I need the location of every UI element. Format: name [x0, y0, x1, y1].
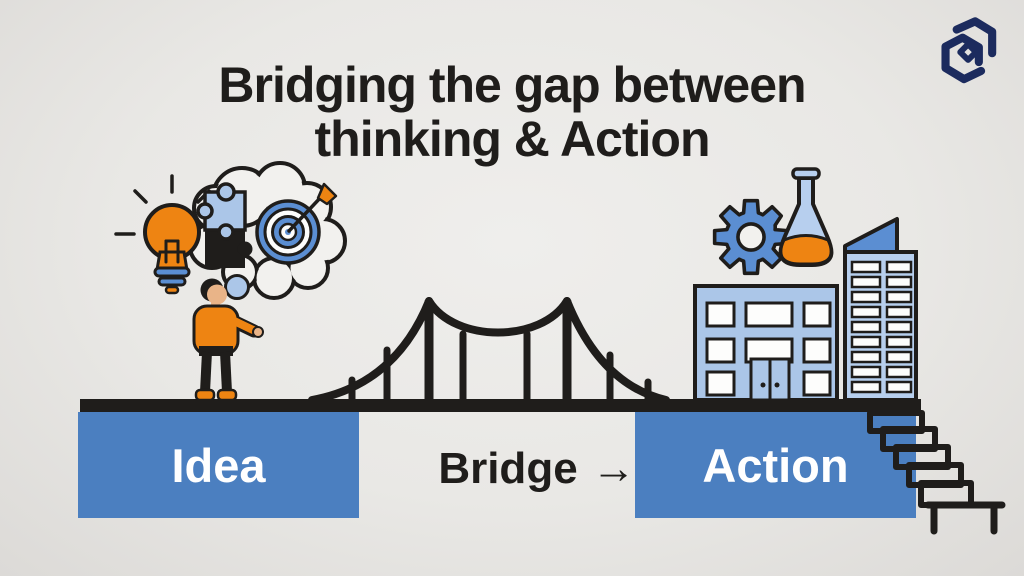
bridge-label-text: Bridge: [438, 444, 578, 493]
idea-block: Idea: [78, 412, 359, 518]
action-block: Action: [635, 412, 916, 518]
right-arrow-icon: →: [591, 444, 636, 493]
building-icon: [693, 284, 839, 402]
target-icon: [255, 182, 338, 265]
bridge-icon: [308, 297, 670, 409]
lightbulb-icon: [114, 174, 230, 295]
action-label: Action: [702, 438, 849, 492]
brand-logo-icon: [930, 14, 1004, 88]
page-title: Bridging the gap between thinking & Acti…: [0, 58, 1024, 166]
title-line-2: thinking & Action: [314, 111, 711, 167]
skyscraper-icon: [843, 217, 918, 402]
stairs-icon: [867, 410, 1006, 535]
flask-icon: [778, 167, 834, 267]
thought-bubble-dot: [224, 274, 250, 300]
puzzle-icon: [196, 182, 253, 268]
gear-icon: [712, 198, 790, 276]
bridge-label: Bridge →: [397, 442, 677, 496]
person-figure: [192, 278, 264, 402]
idea-label: Idea: [171, 438, 266, 492]
door: [749, 357, 791, 402]
platform-bar: [80, 399, 921, 412]
title-line-1: Bridging the gap between: [218, 57, 806, 113]
